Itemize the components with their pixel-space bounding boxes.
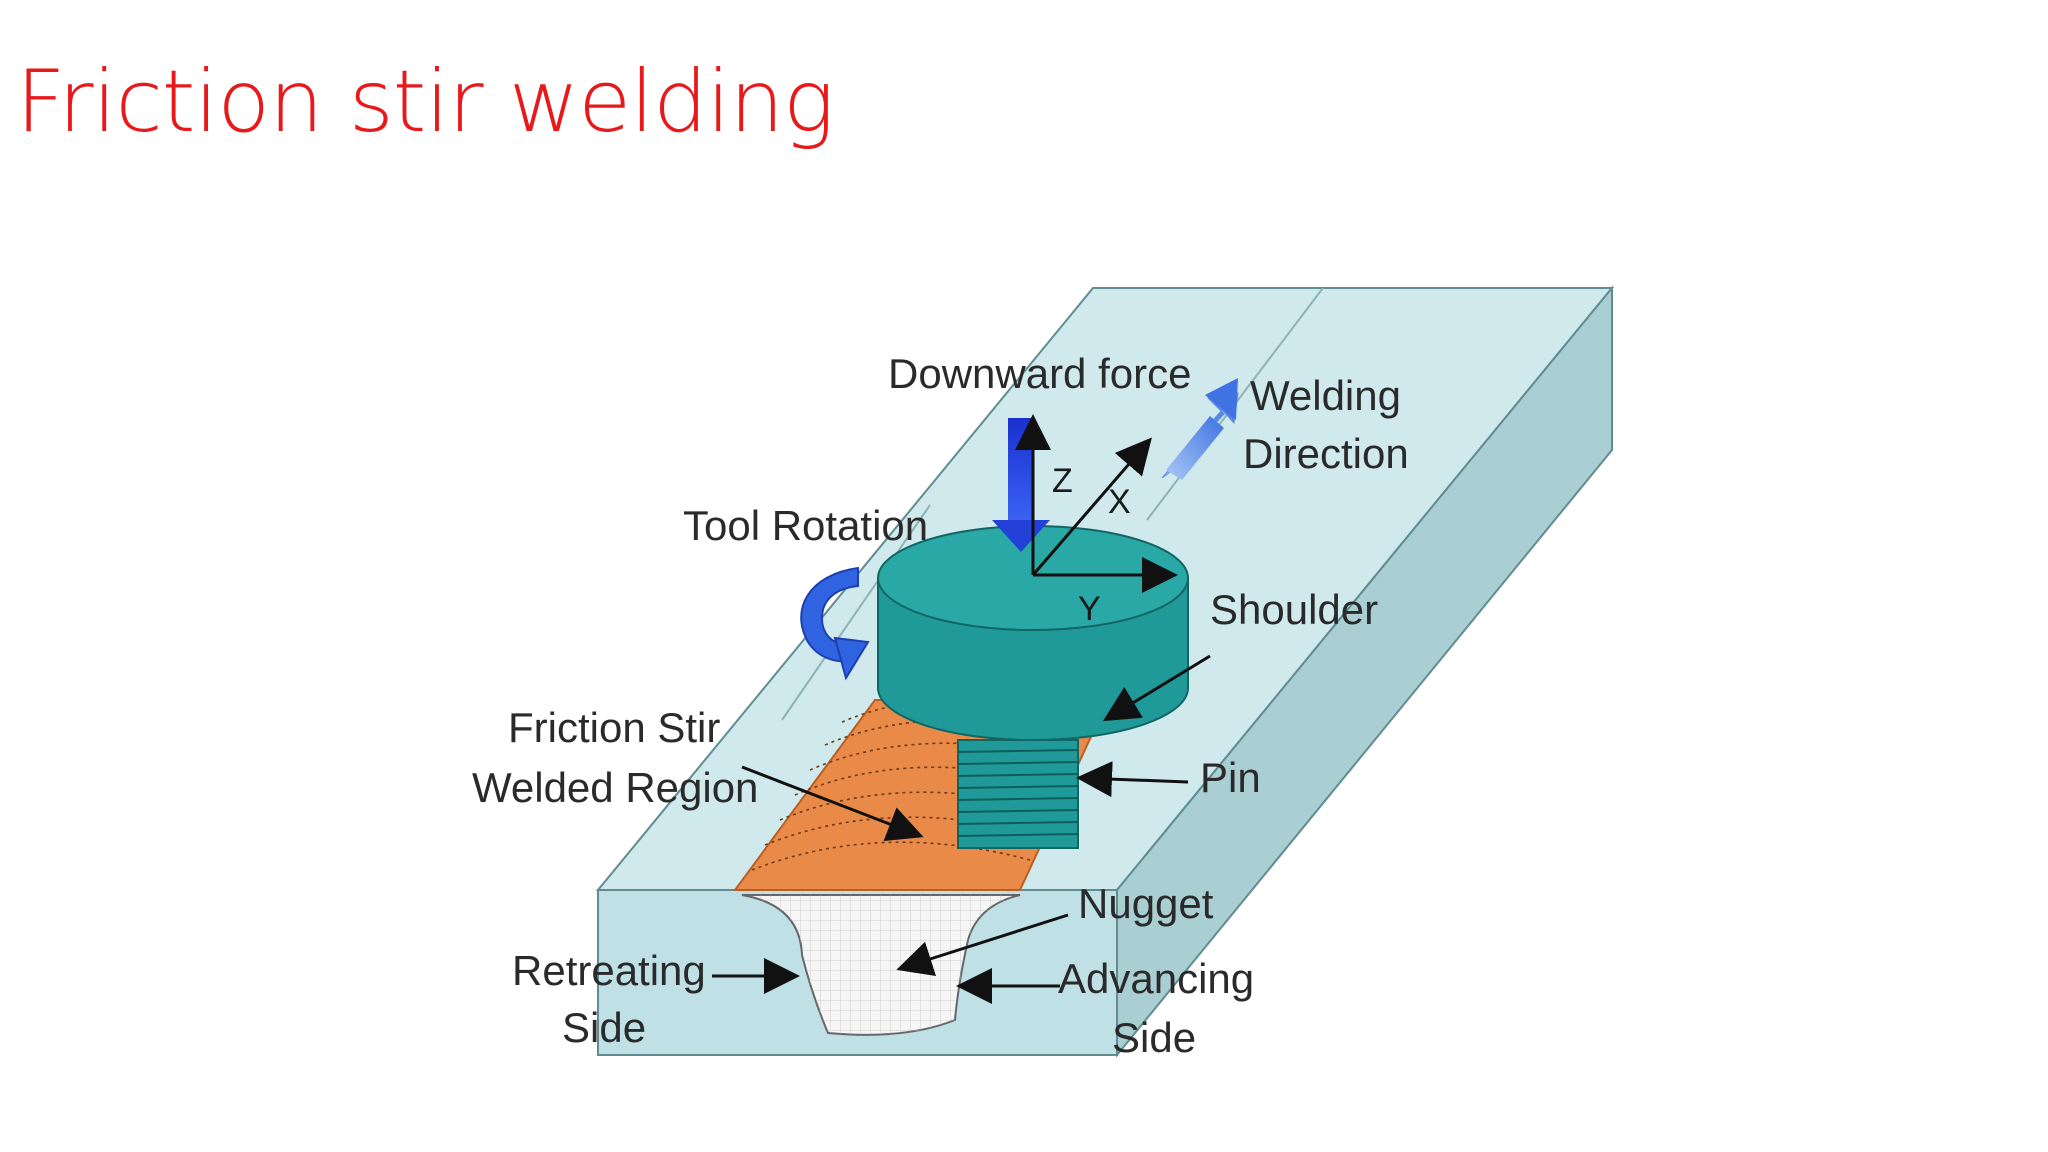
nugget-mesh xyxy=(742,895,1020,1035)
coordinate-axes xyxy=(1015,414,1178,593)
advancing-side-label-line1: Advancing xyxy=(1058,955,1254,1002)
tool-rotation-arrow xyxy=(800,566,870,681)
pin-label: Pin xyxy=(1200,754,1261,801)
retreating-side-label-line1: Retreating xyxy=(512,947,706,994)
weld-seam-line xyxy=(781,504,931,721)
tool-rotation-label: Tool Rotation xyxy=(683,502,928,549)
shoulder-label: Shoulder xyxy=(1210,586,1378,633)
pin-threads xyxy=(957,749,1079,837)
friction-stir-label-line2: Welded Region xyxy=(472,764,758,811)
leader-arrows xyxy=(712,654,1211,1004)
nugget-label: Nugget xyxy=(1078,880,1214,927)
friction-stir-label-line1: Friction Stir xyxy=(508,704,720,751)
welding-direction-label-line2: Direction xyxy=(1243,430,1409,477)
slide-title: Friction stir welding xyxy=(16,52,835,152)
z-axis-label: Z xyxy=(1052,462,1073,500)
x-axis-label: X xyxy=(1108,483,1131,521)
welding-direction-label-line1: Welding xyxy=(1250,372,1401,419)
advancing-side-label-line2: Side xyxy=(1112,1014,1196,1061)
y-axis-label: Y xyxy=(1078,590,1101,628)
welding-direction-arrow xyxy=(1161,378,1239,480)
tool-pin xyxy=(957,739,1079,849)
downward-force-label: Downward force xyxy=(888,350,1191,397)
retreating-side-label-line2: Side xyxy=(562,1004,646,1051)
